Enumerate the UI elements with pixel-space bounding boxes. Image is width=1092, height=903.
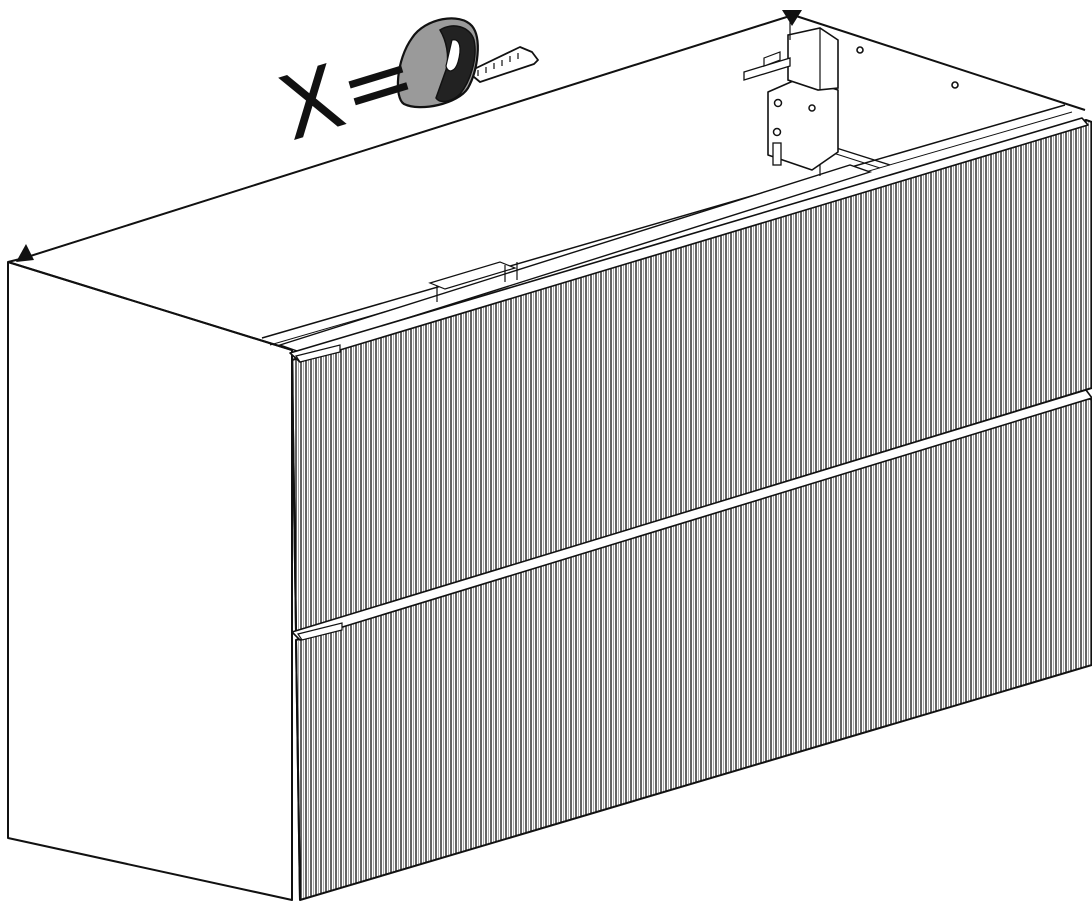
cabinet-side-panel (7, 261, 293, 901)
wall-bracket-hardware (743, 10, 959, 171)
arrow-down-icon (782, 10, 802, 26)
arrow-up-icon (16, 244, 34, 262)
upper-drawer-handle (289, 117, 1089, 363)
lower-drawer-handle (291, 389, 1092, 641)
tape-measure-icon (396, 17, 539, 109)
inner-rails (277, 145, 891, 353)
